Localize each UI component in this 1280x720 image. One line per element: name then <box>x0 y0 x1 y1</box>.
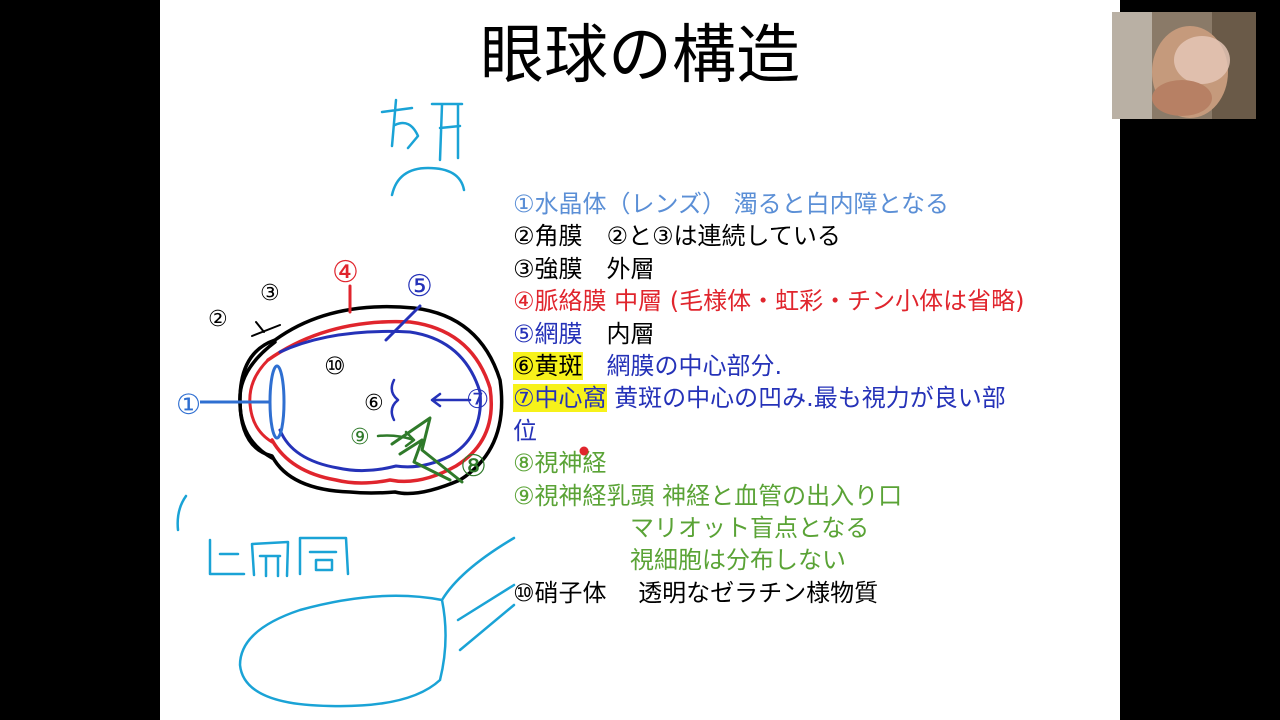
annotation-stroke-bracket <box>176 494 188 532</box>
macula-bracket <box>390 378 400 422</box>
note-vitreous-label: ⑩硝子体 <box>513 578 607 607</box>
note-fovea-cont-text: 位 <box>513 416 537 445</box>
note-fovea-cont: 位 <box>513 415 1025 447</box>
diagram-label-4: ④ <box>332 255 359 290</box>
note-fovea: ⑦中心窩 黄斑の中心の凹み.最も視力が良い部 <box>513 382 1025 414</box>
webcam-image <box>1112 12 1256 119</box>
retina-outline <box>278 329 482 473</box>
annotation-stroke-cap <box>390 166 466 197</box>
diagram-label-1: ① <box>176 388 201 421</box>
eye-diagram: ① ② ③ ④ ⑤ ⑥ ⑦ ⑧ ⑨ ⑩ <box>176 98 589 708</box>
note-choroid: ④脈絡膜 中層 (毛様体・虹彩・チン小体は省略) <box>513 285 1025 317</box>
note-retina-label: ⑤網膜 <box>513 319 583 348</box>
annotation-strokes <box>176 98 516 708</box>
diagram-label-6: ⑥ <box>364 391 384 416</box>
note-sclera: ③強膜 外層 <box>513 253 1025 285</box>
note-optic-nerve-label: ⑧視神経 <box>513 449 607 478</box>
note-optic-disc-text: 神経と血管の出入り口 <box>654 481 903 510</box>
note-retina: ⑤網膜 内層 <box>513 318 1025 350</box>
lens <box>268 364 286 440</box>
note-choroid-label: ④脈絡膜 <box>513 287 607 316</box>
note-sclera-text: 外層 <box>582 254 655 283</box>
note-lens: ①水晶体（レンズ） 濁ると白内障となる <box>513 188 1025 220</box>
fovea-pointer <box>430 392 472 408</box>
diagram-label-10: ⑩ <box>324 352 346 380</box>
note-cornea-text: ②と③は連続している <box>582 222 841 251</box>
note-fovea-label: ⑦中心窩 <box>513 384 607 413</box>
note-sclera-label: ③強膜 <box>513 254 583 283</box>
diagram-label-7: ⑦ <box>466 385 489 415</box>
note-retina-text: 内層 <box>582 319 655 348</box>
diagram-label-9: ⑨ <box>350 425 370 450</box>
diagram-label-8: ⑧ <box>460 449 487 484</box>
note-fovea-text: 黄斑の中心の凹み.最も視力が良い部 <box>606 384 1006 413</box>
note-no-photoreceptors-text: 視細胞は分布しない <box>630 546 846 575</box>
note-macula: ⑥黄斑 網膜の中心部分. <box>513 350 1025 382</box>
cornea-pointer <box>251 321 281 337</box>
note-macula-label: ⑥黄斑 <box>513 352 583 381</box>
diagram-labels: ① ② ③ ④ ⑤ ⑥ ⑦ ⑧ ⑨ ⑩ <box>176 255 489 484</box>
webcam-overlay <box>1112 12 1256 119</box>
note-optic-disc-label: ⑨視神経乳頭 <box>513 481 655 510</box>
note-optic-disc: ⑨視神経乳頭 神経と血管の出入り口 <box>513 480 1025 512</box>
diagram-label-2: ② <box>208 307 228 332</box>
note-vitreous: ⑩硝子体 透明なゼラチン様物質 <box>513 577 1025 609</box>
note-no-photoreceptors: 視細胞は分布しない <box>513 544 1025 576</box>
slide-title: 眼球の構造 <box>480 19 800 93</box>
pointer-dot <box>579 446 589 456</box>
note-blind-spot-text: マリオット盲点となる <box>630 514 870 543</box>
cornea-red <box>248 358 274 444</box>
annotation-stroke-brain <box>238 536 516 708</box>
note-optic-nerve: ⑧視神経 <box>513 447 1025 479</box>
diagram-label-5: ⑤ <box>406 269 433 304</box>
optic-disc-pointer <box>376 430 416 448</box>
annotation-stroke-top <box>380 98 464 162</box>
note-lens-text: 濁ると白内障となる <box>726 190 949 218</box>
note-list: ①水晶体（レンズ） 濁ると白内障となる ②角膜 ②と③は連続している ③強膜 外… <box>513 188 1025 609</box>
note-blind-spot: マリオット盲点となる <box>513 512 1025 544</box>
annotation-stroke-bottom <box>208 536 350 578</box>
eyeball <box>200 284 504 496</box>
note-lens-label: ①水晶体（レンズ） <box>513 190 727 218</box>
diagram-label-3: ③ <box>260 281 280 306</box>
choroid-outline <box>266 319 493 485</box>
note-cornea: ②角膜 ②と③は連続している <box>513 220 1025 252</box>
retina-pointer <box>384 304 422 342</box>
slide: 眼球の構造 ①水晶体（レンズ） 濁ると白内障となる ②角膜 ②と③は連続している… <box>160 0 1120 720</box>
note-choroid-text: 中層 (毛様体・虹彩・チン小体は省略) <box>606 287 1025 316</box>
optic-nerve <box>390 416 464 484</box>
note-vitreous-text: 透明なゼラチン様物質 <box>606 578 879 607</box>
note-cornea-label: ②角膜 <box>513 222 583 251</box>
note-macula-text: 網膜の中心部分. <box>582 352 783 381</box>
